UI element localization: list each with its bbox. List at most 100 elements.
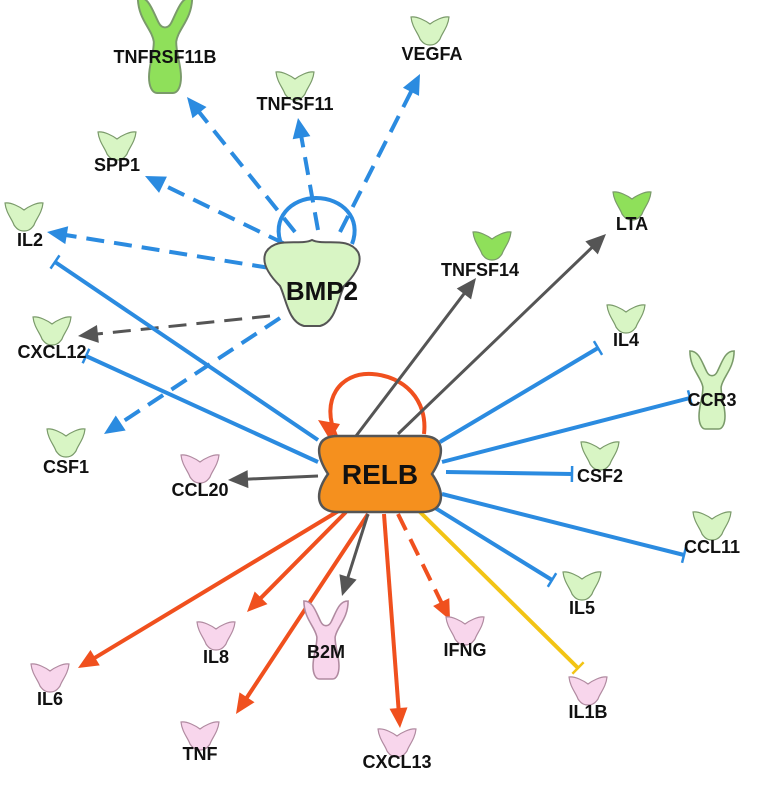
csf2-label: CSF2 (577, 466, 623, 486)
arrowhead (457, 278, 476, 299)
arrowhead (78, 325, 99, 343)
edge-bmp2-cxcl12 (78, 316, 270, 343)
ccl11-label: CCL11 (684, 537, 740, 557)
edge-line (347, 514, 368, 579)
edge-relb-b2m (339, 514, 368, 596)
edge-relb-tnfsf14 (356, 278, 476, 436)
edge-line (260, 512, 346, 599)
csf1-label: CSF1 (43, 457, 89, 477)
bmp2-label: BMP2 (286, 276, 358, 306)
edge-line (301, 136, 318, 230)
edge-line (65, 235, 270, 268)
edge-relb-relb (318, 374, 424, 440)
node-tnfsf11[interactable]: TNFSF11 (256, 72, 333, 114)
edge-bmp2-tnfrsf11b (187, 97, 295, 232)
ifng-label: IFNG (444, 640, 487, 660)
edge-bmp2-spp1 (145, 176, 285, 244)
relb-label: RELB (342, 459, 418, 490)
il1b-shape (569, 677, 607, 705)
node-b2m[interactable]: B2M (304, 601, 348, 679)
il2-label: IL2 (17, 230, 43, 250)
il4-label: IL4 (613, 330, 639, 350)
node-tnf[interactable]: TNF (181, 722, 219, 764)
il6-label: IL6 (37, 689, 63, 709)
edge-line (442, 398, 690, 462)
edge-line (86, 356, 318, 462)
arrowhead (236, 692, 255, 714)
arrowhead (47, 226, 68, 244)
edge-relb-ccl11 (442, 494, 686, 563)
edge-bmp2-il2 (47, 226, 270, 268)
node-il4[interactable]: IL4 (607, 305, 645, 350)
edge-relb-cxcl13 (384, 514, 407, 728)
spp1-label: SPP1 (94, 155, 140, 175)
node-spp1[interactable]: SPP1 (94, 132, 140, 175)
edge-line (356, 292, 465, 436)
edges-layer (47, 74, 692, 728)
node-il8[interactable]: IL8 (197, 622, 235, 667)
arrowhead (228, 470, 248, 488)
arrowhead (293, 118, 311, 139)
node-relb[interactable]: RELB (319, 436, 441, 512)
self-loop-line (330, 374, 424, 436)
cxcl12-shape (33, 317, 71, 345)
edge-line (340, 90, 412, 232)
node-ccr3[interactable]: CCR3 (687, 351, 736, 429)
edge-relb-cxcl12 (83, 349, 318, 462)
edge-line (55, 262, 318, 440)
node-tnfrsf11b[interactable]: TNFRSF11B (113, 0, 216, 93)
cxcl13-label: CXCL13 (362, 752, 431, 772)
il5-shape (563, 572, 601, 600)
ccl20-label: CCL20 (171, 480, 228, 500)
csf1-shape (47, 429, 85, 457)
edge-relb-ccr3 (442, 390, 692, 462)
il8-shape (197, 622, 235, 650)
tnfrsf11b-label: TNFRSF11B (113, 47, 216, 67)
il6-shape (31, 664, 69, 692)
node-tnfsf14[interactable]: TNFSF14 (441, 232, 519, 280)
arrowhead (390, 707, 408, 728)
tnfsf14-label: TNFSF14 (441, 260, 519, 280)
lta-label: LTA (616, 214, 648, 234)
arrowhead (145, 176, 167, 193)
node-bmp2[interactable]: BMP2 (264, 240, 359, 326)
node-vegfa[interactable]: VEGFA (401, 17, 462, 64)
il1b-label: IL1B (568, 702, 607, 722)
edge-relb-ifng (398, 514, 450, 620)
vegfa-label: VEGFA (401, 44, 462, 64)
edge-relb-ccl20 (228, 470, 318, 488)
edge-line (446, 472, 572, 474)
node-csf2[interactable]: CSF2 (577, 442, 623, 486)
node-cxcl13[interactable]: CXCL13 (362, 729, 431, 772)
node-cxcl12[interactable]: CXCL12 (17, 317, 86, 362)
edge-line (161, 184, 285, 244)
edge-line (96, 316, 270, 334)
node-il6[interactable]: IL6 (31, 664, 69, 709)
cxcl12-label: CXCL12 (17, 342, 86, 362)
arrowhead (104, 415, 126, 434)
tnf-label: TNF (183, 744, 218, 764)
arrowhead (339, 574, 356, 596)
node-il1b[interactable]: IL1B (568, 677, 607, 722)
edge-line (442, 494, 684, 555)
node-ifng[interactable]: IFNG (444, 617, 487, 660)
b2m-label: B2M (307, 642, 345, 662)
il8-label: IL8 (203, 647, 229, 667)
node-csf1[interactable]: CSF1 (43, 429, 89, 477)
node-ccl20[interactable]: CCL20 (171, 455, 228, 500)
edge-relb-il8 (247, 512, 346, 612)
ccr3-label: CCR3 (687, 390, 736, 410)
edge-line (418, 510, 578, 668)
edge-line (246, 476, 318, 479)
node-il5[interactable]: IL5 (563, 572, 601, 618)
vegfa-shape (411, 17, 449, 45)
il2-shape (5, 203, 43, 231)
tnfsf14-shape (473, 232, 511, 260)
node-lta[interactable]: LTA (613, 192, 651, 234)
node-ccl11[interactable]: CCL11 (684, 512, 740, 557)
node-il2[interactable]: IL2 (5, 203, 43, 250)
tnfsf11-label: TNFSF11 (256, 94, 333, 114)
